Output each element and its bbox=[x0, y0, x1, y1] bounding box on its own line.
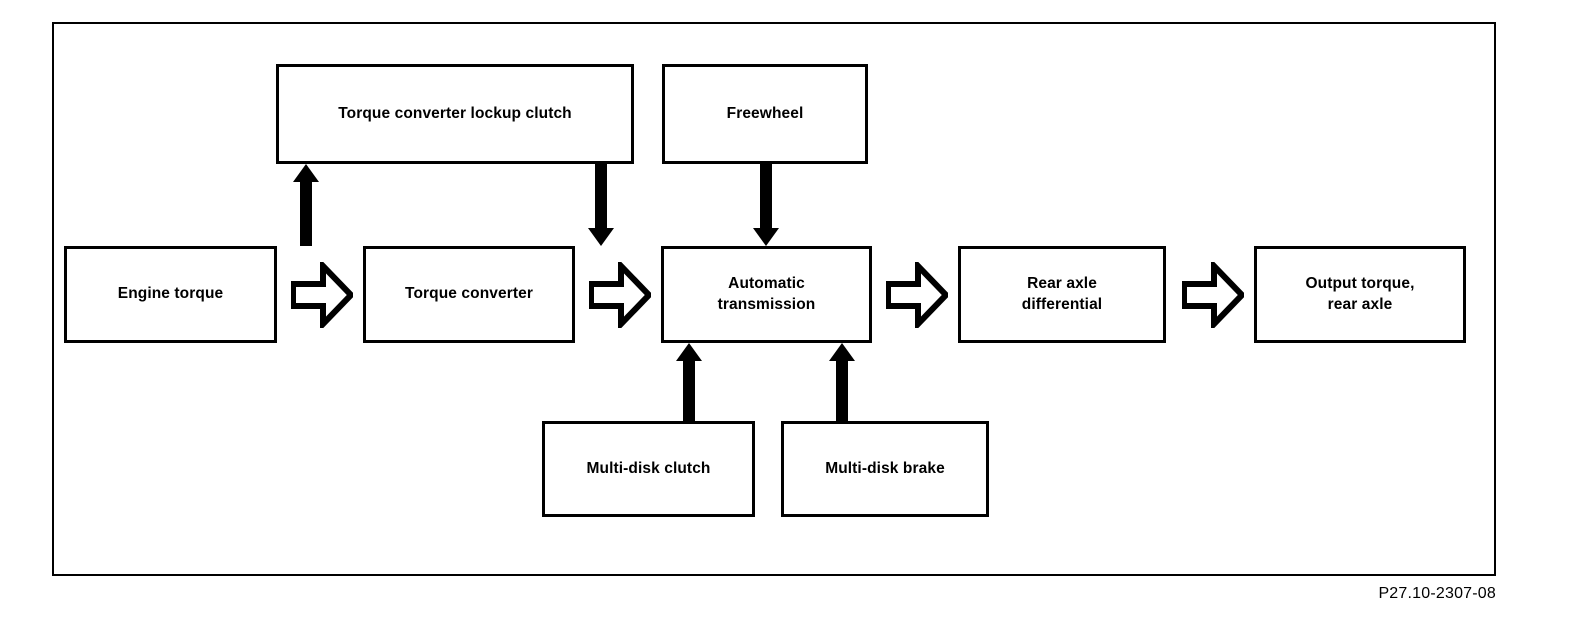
arrowhead-down-to-automatic-transmission-left bbox=[588, 228, 614, 246]
node-label: Multi-disk brake bbox=[825, 459, 945, 477]
node-label: Rear axle differential bbox=[1021, 274, 1103, 313]
block-arrow-engine-torque-to-torque-converter bbox=[291, 262, 353, 328]
connector-stem-freewheel-to-automatic-transmission bbox=[760, 164, 772, 228]
connector-stem-multi-disk-brake-to-automatic-transmission bbox=[836, 361, 848, 423]
arrowhead-up-from-multi-disk-brake bbox=[829, 343, 855, 361]
block-arrow-rear-axle-differential-to-output-torque bbox=[1182, 262, 1244, 328]
node-rear-axle-differential[interactable]: Rear axle differential bbox=[958, 246, 1166, 343]
node-label: Torque converter bbox=[405, 285, 533, 303]
node-multi-disk-clutch[interactable]: Multi-disk clutch bbox=[542, 421, 755, 517]
diagram-reference-code: P27.10-2307-08 bbox=[1378, 585, 1496, 602]
node-label: Automatic transmission bbox=[717, 274, 816, 313]
node-freewheel[interactable]: Freewheel bbox=[662, 64, 868, 164]
block-arrow-torque-converter-to-automatic-transmission bbox=[589, 262, 651, 328]
node-output-torque-rear-axle[interactable]: Output torque, rear axle bbox=[1254, 246, 1466, 343]
node-label: Output torque, rear axle bbox=[1305, 274, 1415, 313]
connector-stem-lockup-clutch-to-automatic-transmission bbox=[595, 164, 607, 228]
node-label: Multi-disk clutch bbox=[586, 459, 711, 477]
arrowhead-up-to-lockup-clutch bbox=[293, 164, 319, 182]
block-arrow-automatic-transmission-to-rear-axle-differential bbox=[886, 262, 948, 328]
node-automatic-transmission[interactable]: Automatic transmission bbox=[661, 246, 872, 343]
node-torque-converter[interactable]: Torque converter bbox=[363, 246, 575, 343]
node-engine-torque[interactable]: Engine torque bbox=[64, 246, 277, 343]
node-label: Torque converter lockup clutch bbox=[338, 104, 572, 122]
arrowhead-down-to-automatic-transmission-right bbox=[753, 228, 779, 246]
connector-stem-torque-converter-to-lockup-clutch bbox=[300, 182, 312, 246]
arrowhead-up-from-multi-disk-clutch bbox=[676, 343, 702, 361]
node-label: Engine torque bbox=[117, 285, 224, 303]
node-label: Freewheel bbox=[726, 104, 804, 122]
node-multi-disk-brake[interactable]: Multi-disk brake bbox=[781, 421, 989, 517]
connector-stem-multi-disk-clutch-to-automatic-transmission bbox=[683, 361, 695, 423]
node-torque-converter-lockup-clutch[interactable]: Torque converter lockup clutch bbox=[276, 64, 634, 164]
